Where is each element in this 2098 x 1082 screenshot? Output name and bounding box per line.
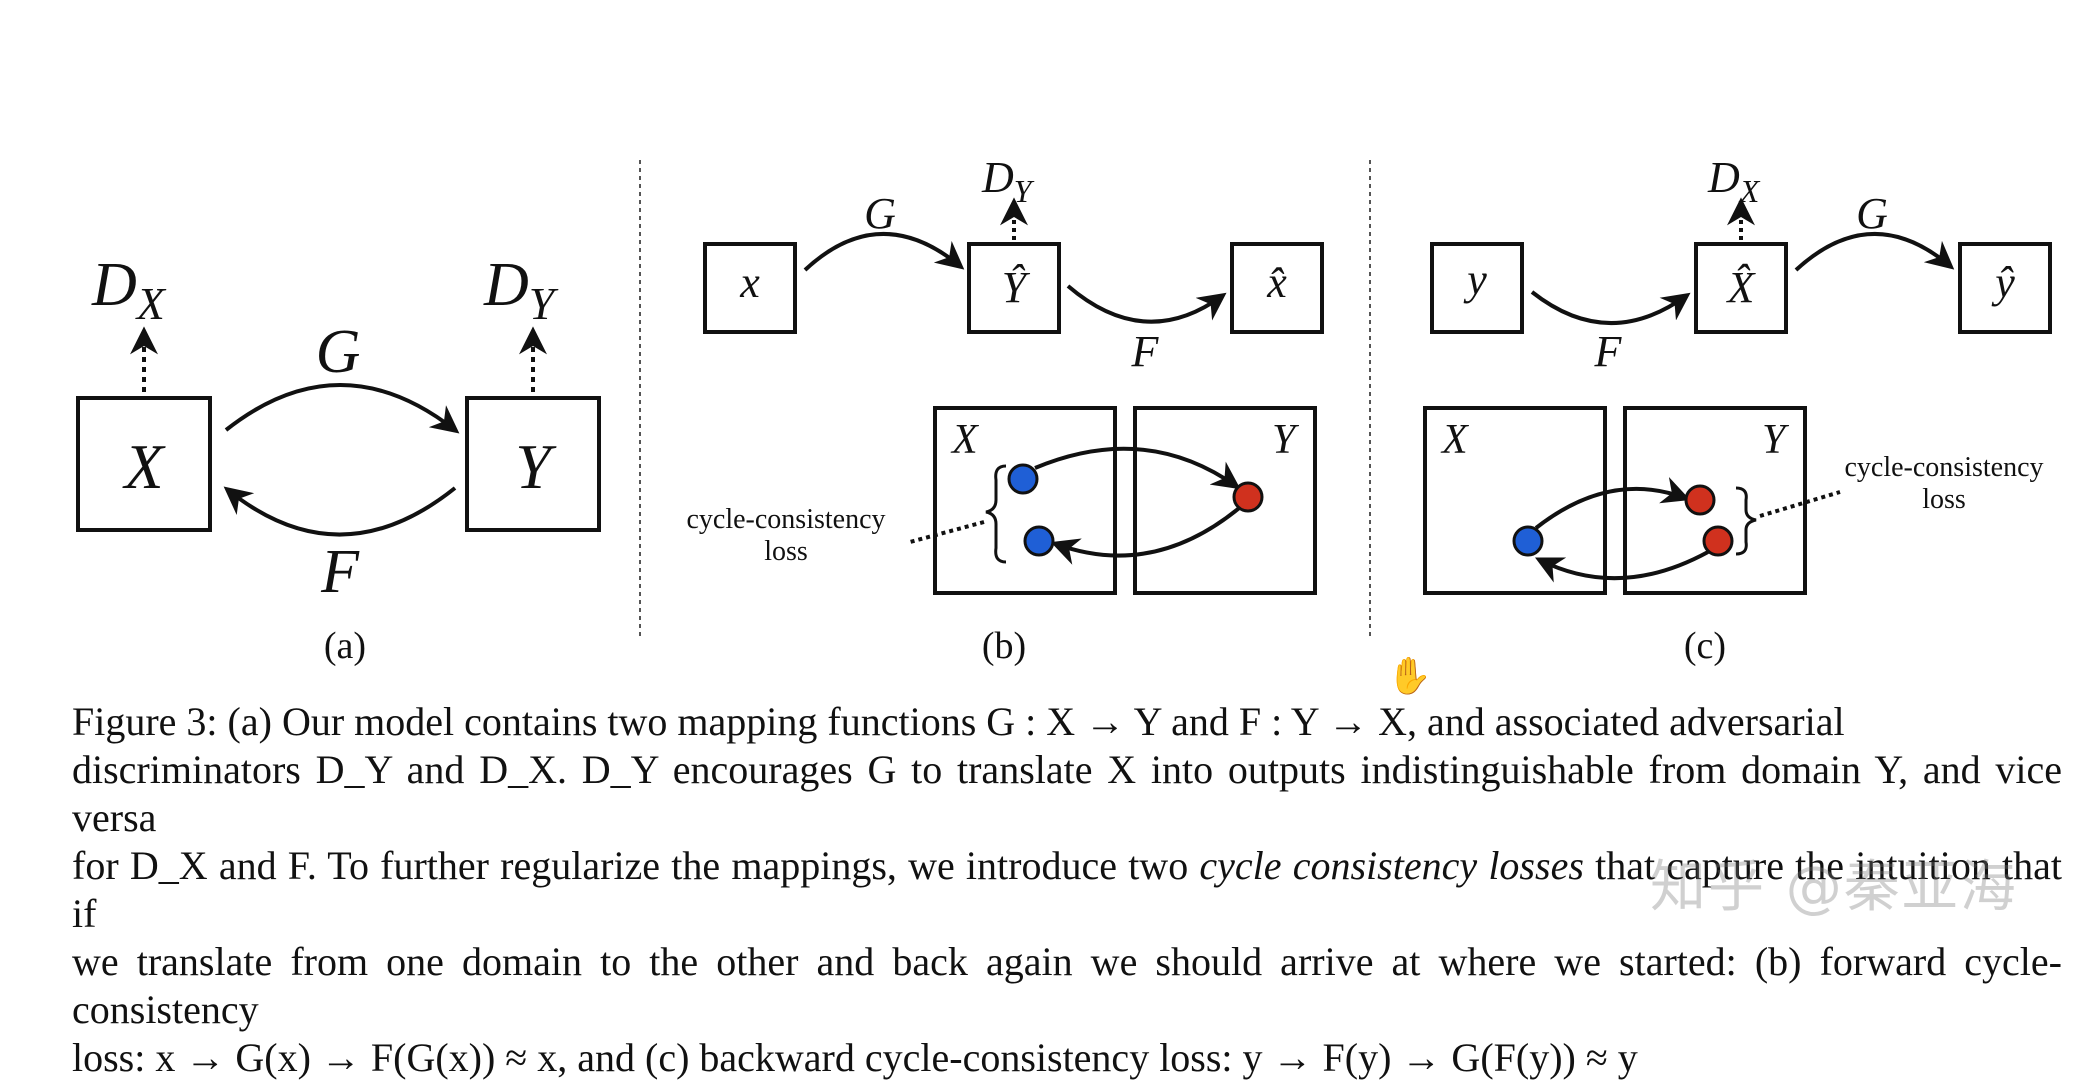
node-y-box	[1430, 242, 1524, 334]
map-f-label: F	[1131, 327, 1160, 376]
map-g-arrow	[803, 232, 965, 272]
map-g-label: G	[316, 318, 361, 386]
domain-y-label: Y	[1762, 417, 1790, 463]
panel-b: x Ŷ x̂ DY G F X Y cycle-consistency loss…	[686, 153, 1324, 667]
node-yhat-box	[967, 242, 1061, 334]
node-yhat-label: Ŷ	[1002, 263, 1031, 312]
panel-a-caption: (a)	[324, 625, 366, 667]
node-x-box	[76, 396, 212, 532]
node-xhat-label: x̂	[1266, 258, 1287, 307]
cycle-forward-arrow	[1034, 446, 1241, 490]
red-point	[1232, 481, 1264, 513]
red-point-top	[1684, 484, 1716, 516]
loss-label-line2: loss	[1922, 484, 1966, 515]
map-f-label: F	[320, 538, 360, 606]
caption-line-4: we translate from one domain to the othe…	[72, 939, 2062, 1032]
caption-line-2: discriminators D_Y and D_X. D_Y encourag…	[72, 747, 2062, 840]
map-g-label: G	[864, 189, 896, 238]
map-f-arrow	[1530, 290, 1691, 325]
red-point-bottom	[1702, 525, 1734, 557]
panel-a: X Y DX DY G F (a)	[76, 251, 601, 667]
loss-brace	[1735, 486, 1757, 556]
figure-diagram: X Y DX DY G F (a) x Ŷ x̂ DY G F X Y	[76, 153, 2052, 667]
cycle-back-arrow	[1050, 502, 1246, 565]
domain-y-label: Y	[1272, 417, 1300, 463]
caption-line-3a: for D_X and F. To further regularize the…	[72, 843, 1200, 888]
map-f-label: F	[1594, 327, 1623, 376]
map-f-arrow	[223, 486, 457, 537]
caption-emphasis: cycle consistency losses	[1199, 843, 1584, 888]
map-g-arrow	[224, 383, 460, 434]
node-yhat-box	[1958, 242, 2052, 334]
node-xhat-box	[1694, 242, 1788, 334]
caption-line-3b: that capture the intuition that if	[72, 843, 2063, 936]
node-y-box	[465, 396, 601, 532]
node-x-box	[703, 242, 797, 334]
node-yhat-label: ŷ	[1991, 258, 2015, 307]
map-g-label: G	[1856, 189, 1888, 238]
blue-point	[1512, 525, 1544, 557]
map-g-arrow	[1794, 232, 1955, 272]
panel-c: y X̂ ŷ DX F G X Y cycle-consistency loss…	[1423, 153, 2052, 667]
domain-x-box	[933, 406, 1117, 595]
hand-cursor-icon: ✋	[1387, 656, 1432, 696]
cycle-forward-arrow	[1534, 477, 1691, 530]
caption-line-1: Figure 3: (a) Our model contains two map…	[72, 699, 1845, 744]
blue-point-top	[1007, 463, 1039, 495]
domain-y-box	[1133, 406, 1317, 595]
node-y-label: y	[1463, 255, 1487, 304]
domain-x-label: X	[950, 417, 980, 463]
map-f-arrow	[1066, 284, 1227, 324]
node-x-label: X	[121, 431, 166, 502]
loss-label-line1: cycle-consistency	[686, 504, 885, 535]
loss-label-line1: cycle-consistency	[1844, 452, 2043, 483]
loss-pointer	[1759, 490, 1841, 518]
caption-line-5: loss: x → G(x) → F(G(x)) ≈ x, and (c) ba…	[72, 1035, 1638, 1080]
node-xhat-box	[1230, 242, 1324, 334]
loss-pointer	[909, 520, 985, 544]
node-y-label: Y	[515, 431, 557, 502]
blue-point-bottom	[1023, 525, 1055, 557]
caption-line-3: for D_X and F. To further regularize the…	[72, 842, 2062, 938]
cycle-back-arrow	[1534, 550, 1709, 583]
disc-label: DY	[981, 153, 1035, 209]
domain-x-box	[1423, 406, 1607, 595]
domain-x-label: X	[1440, 417, 1470, 463]
disc-label: DX	[1707, 153, 1761, 209]
panel-b-caption: (b)	[982, 625, 1026, 667]
node-xhat-label: X̂	[1726, 263, 1757, 312]
disc-y-label: DY	[483, 251, 559, 329]
loss-label-line2: loss	[764, 536, 808, 567]
panel-c-caption: (c)	[1684, 625, 1726, 667]
figure-caption: Figure 3: (a) Our model contains two map…	[72, 698, 2062, 1082]
domain-y-box	[1623, 406, 1807, 595]
loss-brace	[985, 464, 1007, 564]
node-x-label: x	[739, 258, 760, 307]
disc-x-label: DX	[91, 251, 167, 329]
